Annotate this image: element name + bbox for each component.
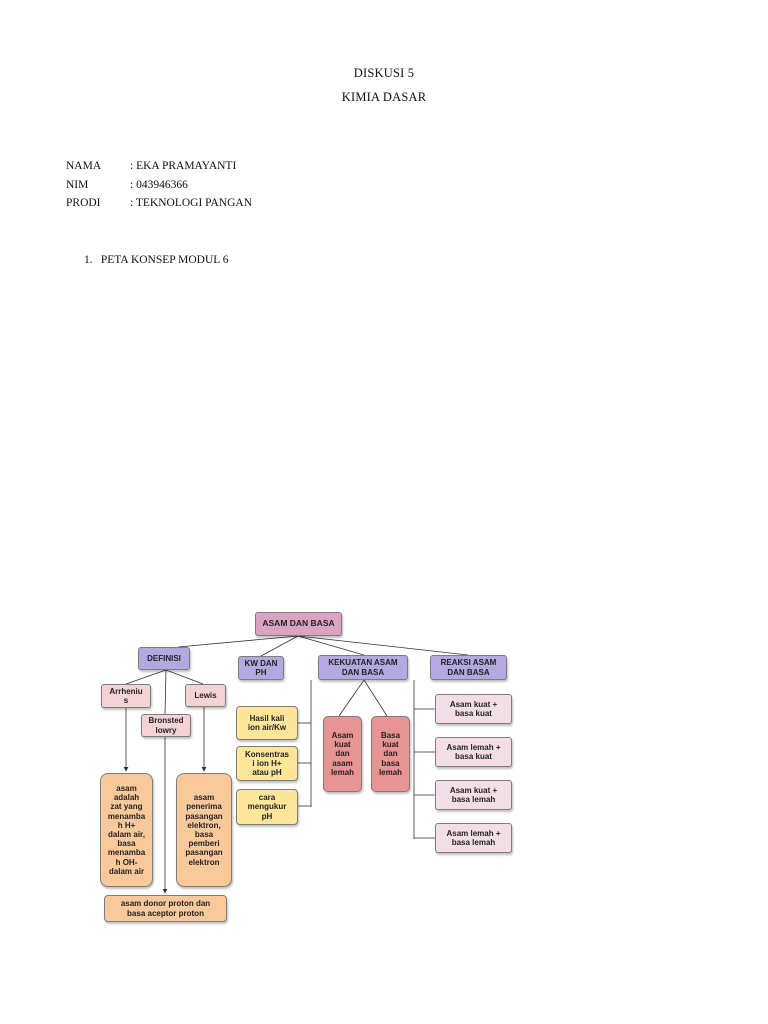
node-asam-dan-basa: ASAM DAN BASA [255,612,342,636]
connector-line [164,669,167,715]
connector-line [297,635,365,656]
node-kekuatan-asam-dan-basa: KEKUATAN ASAM DAN BASA [318,655,408,680]
info-value-nim: : 043946366 [130,179,188,191]
node-reaksi-asam-lemah-basa-lemah: Asam lemah + basa lemah [435,823,512,853]
node-lewis-definition: asam penerima pasangan elektron, basa pe… [176,773,232,887]
node-arrhenius: Arrheniu s [101,684,151,708]
connector-line [363,679,388,717]
node-kw-dan-ph: KW DAN PH [238,656,284,680]
info-value-prodi: : TEKNOLOGI PANGAN [130,197,253,209]
connector-line [338,679,365,717]
node-asam-kuat-dan-lemah: Asam kuat dan asam lemah [323,716,362,792]
connector-line [125,669,167,685]
node-reaksi-asam-dan-basa: REAKSI ASAM DAN BASA [430,655,507,680]
node-bronsted-definition: asam donor proton dan basa aceptor proto… [104,895,227,922]
node-reaksi-asam-kuat-basa-kuat: Asam kuat + basa kuat [435,694,512,724]
connector-line [260,635,299,657]
info-value-nama: : EKA PRAMAYANTI [130,160,237,172]
node-basa-kuat-dan-lemah: Basa kuat dan basa lemah [371,716,410,792]
node-arrhenius-definition: asam adalah zat yang menamba h H+ dalam … [100,773,153,887]
concept-map-connectors [123,635,469,894]
connector-line [165,669,204,685]
node-lewis: Lewis [185,684,226,707]
info-label-prodi: PRODI [66,197,101,209]
info-label-nim: NIM [66,179,89,191]
document-subtitle: KIMIA DASAR [341,90,427,104]
node-definisi: DEFINISI [138,647,190,670]
node-reaksi-asam-lemah-basa-kuat: Asam lemah + basa kuat [435,737,512,767]
list-number: 1. [84,254,93,266]
list-item: 1. PETA KONSEP MODUL 6 [84,254,229,266]
node-hasil-kali-ion-air: Hasil kali ion air/Kw [236,706,298,740]
info-label-nama: NAMA [66,160,102,172]
list-text: PETA KONSEP MODUL 6 [100,254,229,266]
node-konsentrasi-ion-h: Konsentras i ion H+ atau pH [236,746,298,781]
node-bronsted-lowry: Bronsted lowry [141,714,191,737]
node-cara-mengukur-ph: cara mengukur pH [236,789,298,825]
concept-map: ASAM DAN BASA DEFINISI KW DAN PH KEKUATA… [96,607,516,927]
node-reaksi-asam-kuat-basa-lemah: Asam kuat + basa lemah [435,780,512,810]
connector-line [177,635,299,648]
document-title: DISKUSI 5 [353,66,415,80]
connector-line [297,635,469,656]
